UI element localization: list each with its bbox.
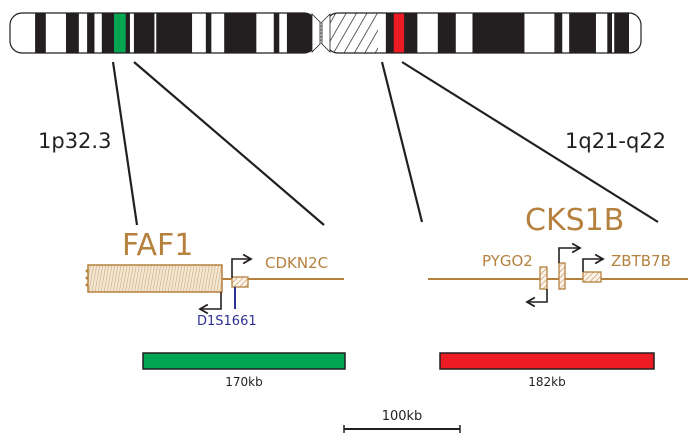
faf1-truncation-edge bbox=[85, 269, 89, 287]
p-arm-band-dark bbox=[125, 13, 131, 53]
region-right: CKS1B PYGO2 ZBTB7B bbox=[428, 203, 688, 308]
p-arm-band-dark bbox=[286, 13, 316, 53]
q-arm-band-dark bbox=[404, 13, 418, 53]
tss-arrow-faf1 bbox=[198, 292, 222, 315]
gene-body-zbtb7b bbox=[582, 271, 602, 283]
gene-body-faf1 bbox=[87, 264, 223, 293]
gene-label-cdkn2c: CDKN2C bbox=[265, 254, 328, 272]
q-arm-band-light bbox=[612, 13, 615, 53]
gene-label-pygo2: PYGO2 bbox=[482, 252, 533, 270]
q-arm-band-dark bbox=[607, 13, 613, 53]
p-arm-band-light bbox=[211, 13, 225, 53]
p-arm-band-light bbox=[78, 13, 88, 53]
q-arm-band-dark bbox=[472, 13, 525, 53]
gene-body-cdkn2c bbox=[231, 276, 249, 288]
scale-bar: 100kb bbox=[343, 409, 461, 433]
gene-label-zbtb7b: ZBTB7B bbox=[611, 252, 671, 270]
q-arm-band-dark bbox=[554, 13, 563, 53]
band-label-right: 1q21-q22 bbox=[565, 129, 666, 153]
q-arm-band-light bbox=[562, 13, 570, 53]
region-left: FAF1 CDKN2C D1S1661 bbox=[85, 228, 344, 329]
q-arm-band-hatched bbox=[326, 13, 379, 53]
tss-arrow-zbtb7b bbox=[582, 253, 605, 272]
centromere bbox=[311, 13, 331, 53]
q-arm-band-dark bbox=[385, 13, 395, 53]
q-arm-band-dark bbox=[614, 13, 630, 53]
p-arm-band-light bbox=[94, 13, 103, 53]
p-arm-band-light bbox=[256, 13, 275, 53]
p-arm-band-light bbox=[10, 13, 36, 53]
p-arm-band-light bbox=[154, 13, 157, 53]
q-arm-band-light bbox=[417, 13, 439, 53]
p-arm-band-dark bbox=[101, 13, 115, 53]
q-arm-band-dark bbox=[569, 13, 597, 53]
p-arm-band-light bbox=[45, 13, 67, 53]
zoom-connectors bbox=[111, 61, 659, 226]
tss-arrow-cdkn2c bbox=[231, 253, 253, 278]
q-arm-band-light bbox=[595, 13, 608, 53]
p-arm-band-dark bbox=[273, 13, 280, 53]
q-arm-band-light bbox=[455, 13, 473, 53]
q-arm-band-light bbox=[524, 13, 555, 53]
tss-arrow-pygo2 bbox=[525, 289, 548, 308]
p-arm-band-dark bbox=[224, 13, 257, 53]
size-bars: 170kb 182kb bbox=[142, 352, 655, 389]
p-arm-band-dark bbox=[35, 13, 47, 53]
q-arm-band-light bbox=[629, 13, 641, 53]
size-label-right: 182kb bbox=[528, 375, 565, 389]
scale-bar-label: 100kb bbox=[382, 409, 423, 424]
tss-arrow-cks1b bbox=[558, 242, 582, 263]
main-gene-label-cks1b: CKS1B bbox=[525, 203, 624, 238]
q-arm-band-highlight_q bbox=[393, 13, 405, 53]
q-arm bbox=[326, 13, 641, 53]
p-arm-band-light bbox=[279, 13, 288, 53]
size-label-left: 170kb bbox=[225, 375, 262, 389]
q-arm-band-dark bbox=[437, 13, 457, 53]
p-arm-band-light bbox=[129, 13, 135, 53]
marker-label-d1s1661: D1S1661 bbox=[197, 314, 257, 329]
p-arm bbox=[10, 13, 316, 53]
p-arm-band-dark bbox=[65, 13, 80, 53]
p-arm-band-highlight_p bbox=[114, 13, 126, 53]
p-arm-band-dark bbox=[133, 13, 155, 53]
size-bar-left bbox=[142, 352, 346, 370]
q-arm-band-light bbox=[377, 13, 387, 53]
band-label-left: 1p32.3 bbox=[38, 129, 111, 153]
connector-left-1 bbox=[111, 61, 139, 226]
connector-right-2 bbox=[401, 61, 659, 223]
gene-body-cks1b bbox=[558, 262, 566, 290]
gene-body-pygo2 bbox=[539, 266, 548, 290]
p-arm-band-dark bbox=[156, 13, 193, 53]
main-gene-label-faf1: FAF1 bbox=[122, 228, 193, 263]
chromosome bbox=[9, 12, 642, 54]
p-arm-band-light bbox=[192, 13, 207, 53]
connector-right-1 bbox=[380, 61, 424, 223]
size-bar-right bbox=[439, 352, 655, 370]
connector-left-2 bbox=[133, 61, 325, 226]
p-arm-band-dark bbox=[205, 13, 212, 53]
p-arm-band-dark bbox=[87, 13, 95, 53]
